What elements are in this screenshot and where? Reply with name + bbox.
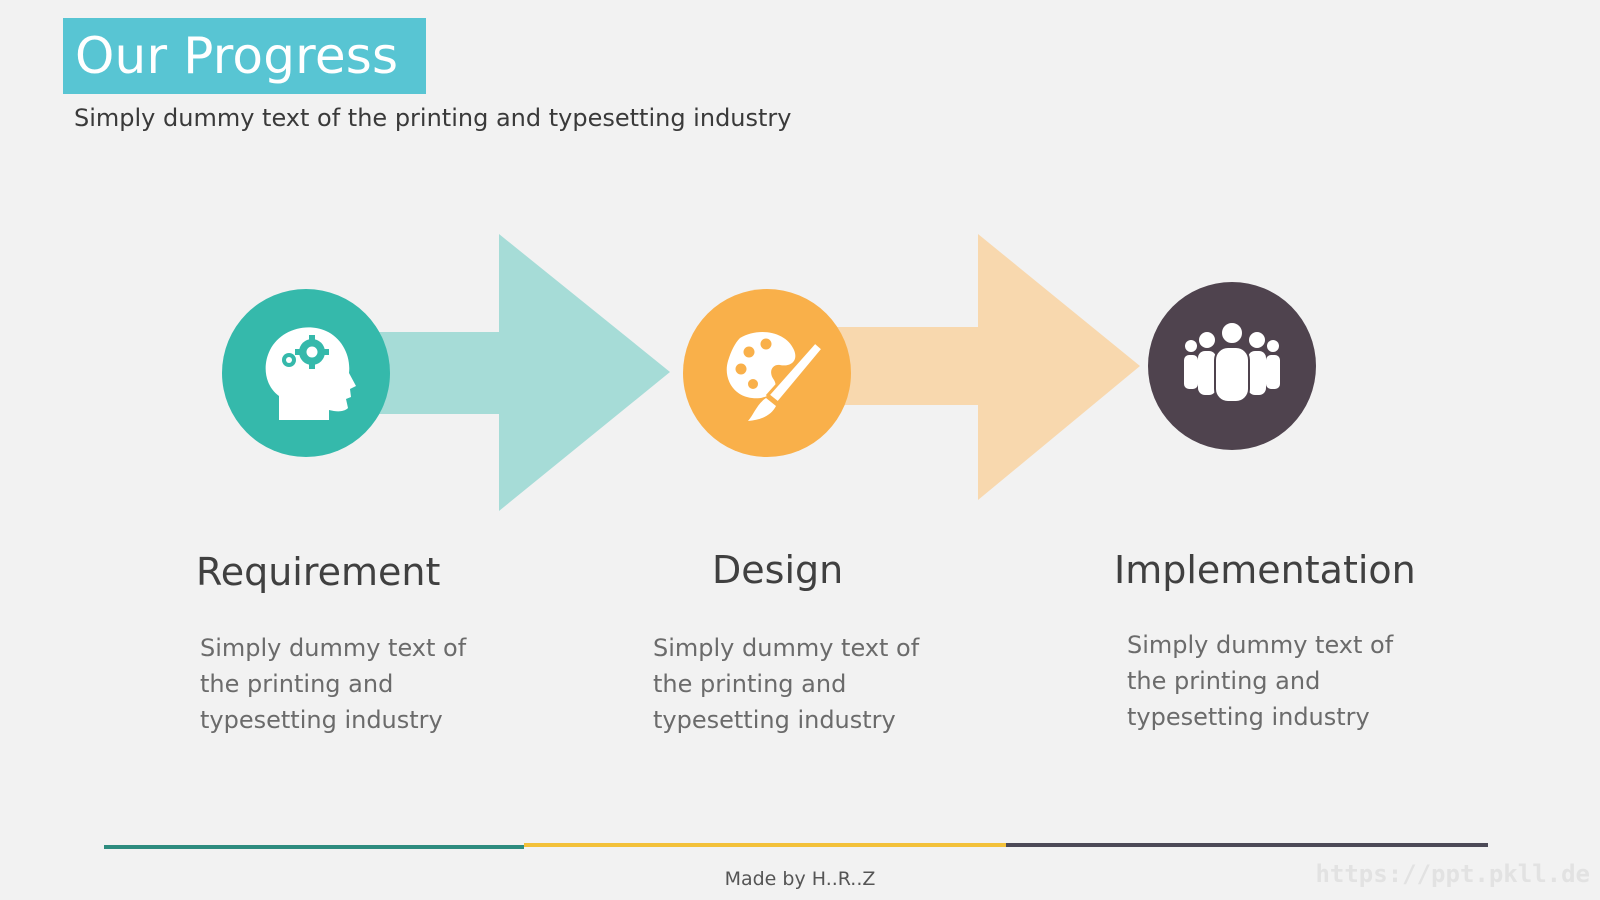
- title-box: Our Progress: [63, 18, 426, 94]
- footer-credit: Made by H..R..Z: [724, 868, 876, 890]
- footer-bar-3: [1006, 843, 1488, 847]
- step-3-description: Simply dummy text of the printing and ty…: [1127, 631, 1394, 731]
- step-2-description: Simply dummy text of the printing and ty…: [653, 634, 920, 734]
- step-3-circle: [1148, 282, 1316, 450]
- palette-brush-icon: [726, 331, 826, 421]
- step-2-title: Design: [712, 548, 844, 592]
- step-3-title: Implementation: [1114, 548, 1416, 592]
- page-subtitle: Simply dummy text of the printing and ty…: [74, 104, 792, 132]
- team-people-icon: [1184, 321, 1280, 403]
- step-1-circle: [222, 289, 390, 457]
- head-gears-icon: [265, 327, 356, 420]
- step-2-circle: [683, 289, 851, 457]
- step-1-description: Simply dummy text of the printing and ty…: [200, 634, 467, 734]
- watermark-url: https://ppt.pkll.de: [1315, 860, 1590, 888]
- arrow-1: [372, 234, 670, 511]
- arrow-2: [834, 234, 1140, 500]
- page-title: Our Progress: [75, 27, 399, 85]
- footer-bar-2: [524, 843, 1006, 847]
- step-1-title: Requirement: [196, 550, 441, 594]
- footer-bar-1: [104, 845, 524, 849]
